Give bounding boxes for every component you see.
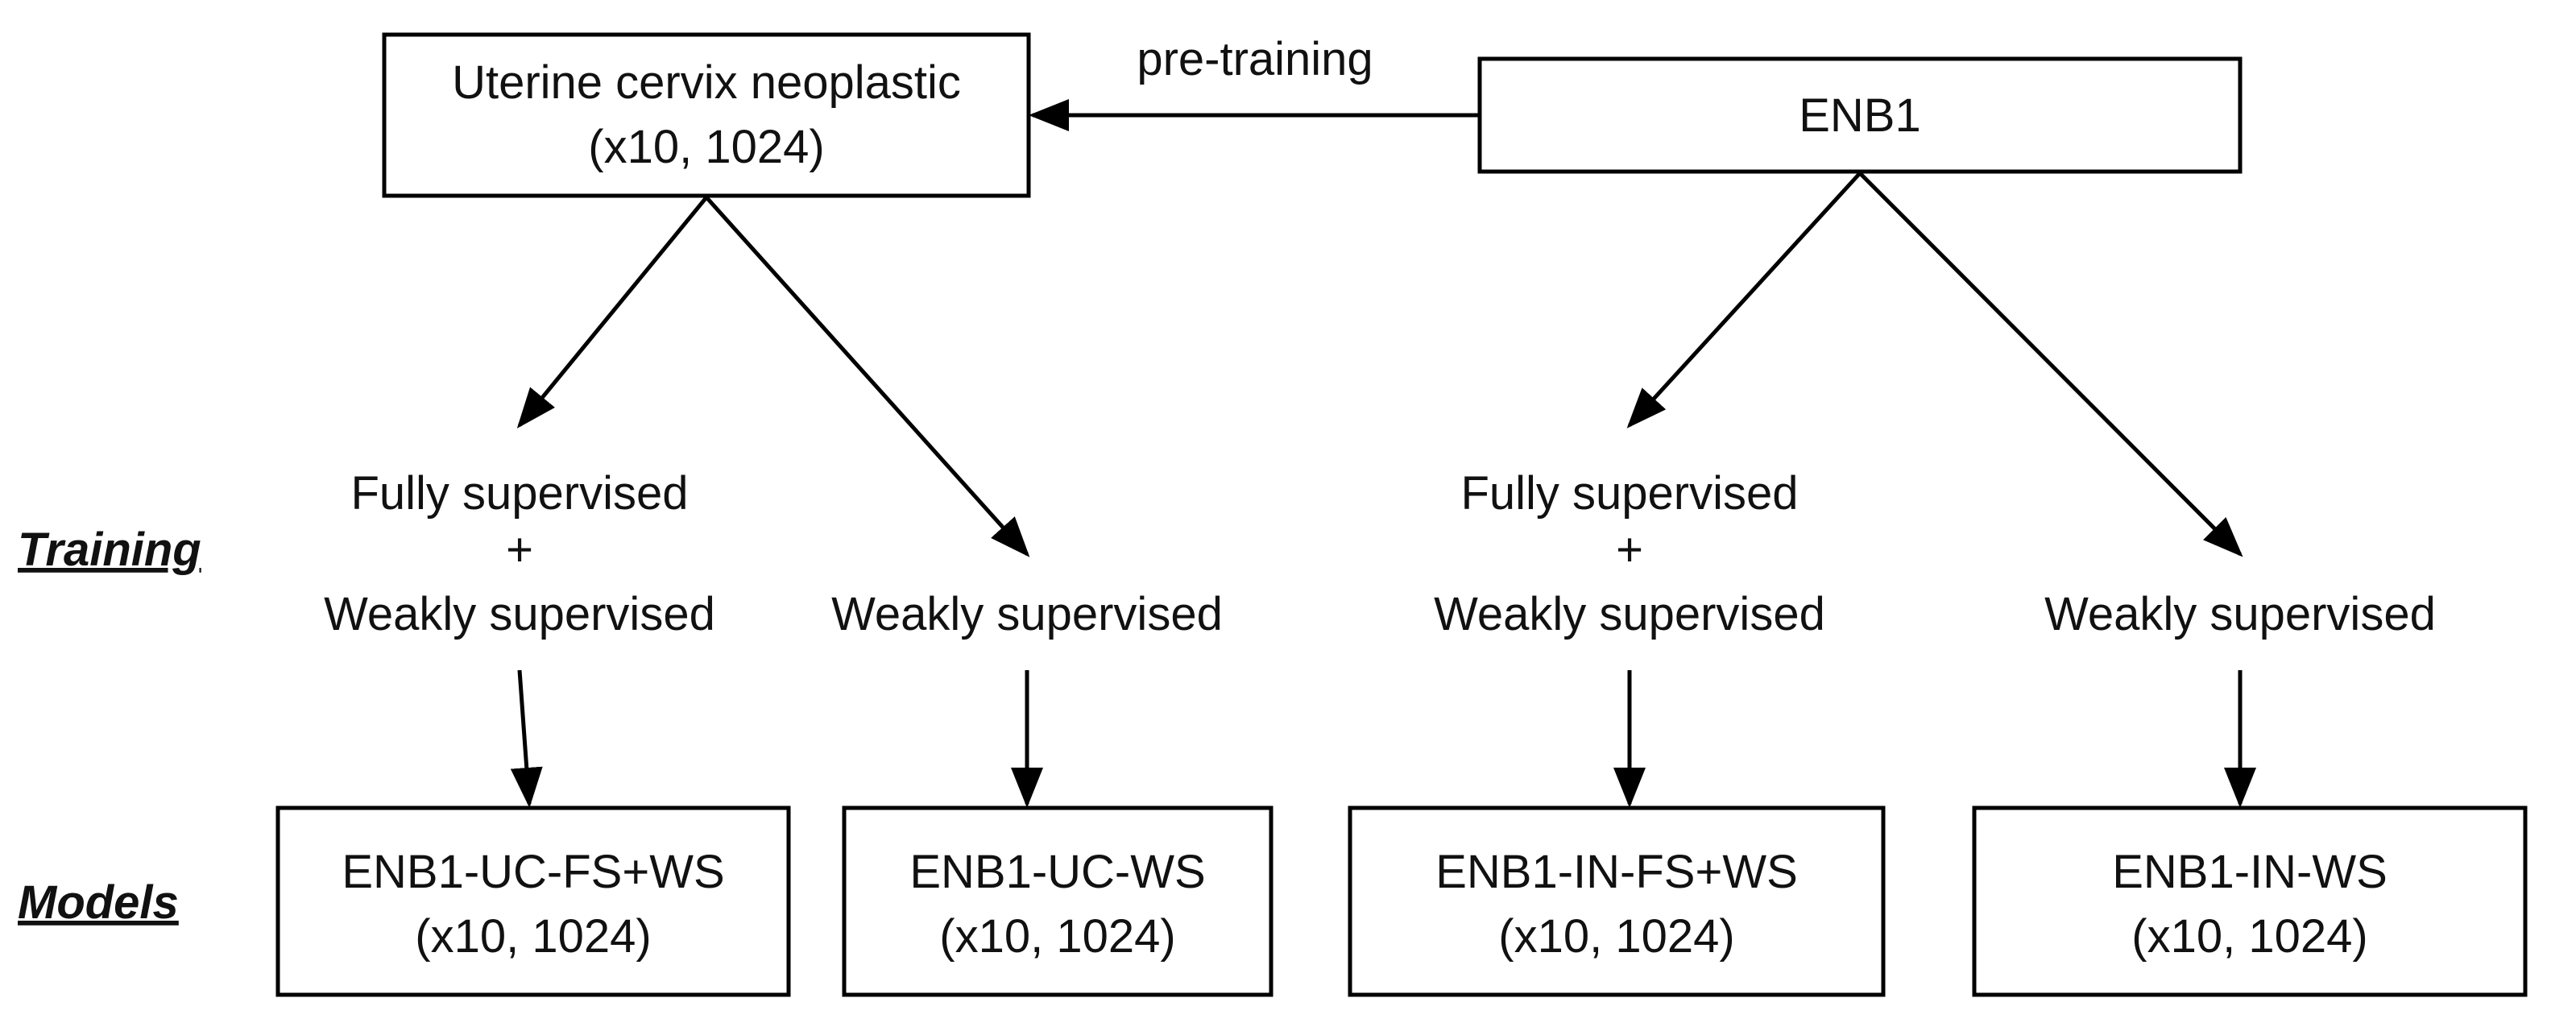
model-node: ENB1-IN-FS+WS (x10, 1024) xyxy=(1348,805,1886,997)
training-line: + xyxy=(1616,524,1643,576)
row-label-training: Training xyxy=(18,524,201,576)
source-node-config: (x10, 1024) xyxy=(588,121,824,173)
training-line: Fully supervised xyxy=(350,467,688,520)
model-config: (x10, 1024) xyxy=(1498,910,1734,963)
model-config: (x10, 1024) xyxy=(2131,910,2367,963)
model-node: ENB1-UC-WS (x10, 1024) xyxy=(842,805,1274,997)
model-name: ENB1-IN-FS+WS xyxy=(1435,846,1798,898)
model-config: (x10, 1024) xyxy=(939,910,1175,963)
training-method: Weakly supervised xyxy=(831,588,1223,640)
training-method: Weakly supervised xyxy=(2044,588,2436,640)
training-method: Fully supervised + Weakly supervised xyxy=(1434,467,1825,640)
model-name: ENB1-UC-FS+WS xyxy=(342,846,724,898)
training-method: Fully supervised + Weakly supervised xyxy=(324,467,715,640)
enb1-node: ENB1 xyxy=(1477,56,2243,174)
model-node: ENB1-IN-WS (x10, 1024) xyxy=(1972,805,2528,997)
row-label-models: Models xyxy=(18,876,179,929)
model-name: ENB1-IN-WS xyxy=(2112,846,2388,898)
training-line: Weakly supervised xyxy=(1434,588,1825,640)
arrow-enb1-to-fsws xyxy=(1626,172,1862,429)
model-node: ENB1-UC-FS+WS (x10, 1024) xyxy=(275,805,791,997)
training-line: Fully supervised xyxy=(1460,467,1798,520)
arrow-source-to-fsws xyxy=(516,196,708,429)
training-line: + xyxy=(506,524,533,576)
training-line: Weakly supervised xyxy=(2044,588,2436,640)
training-line: Weakly supervised xyxy=(831,588,1223,640)
model-config: (x10, 1024) xyxy=(415,910,651,963)
arrow-source-to-ws xyxy=(705,196,1030,557)
source-node-name: Uterine cervix neoplastic xyxy=(452,56,961,109)
pretraining-label: pre-training xyxy=(1137,33,1373,85)
arrow-to-model xyxy=(510,669,543,808)
model-name: ENB1-UC-WS xyxy=(909,846,1205,898)
source-node: Uterine cervix neoplastic (x10, 1024) xyxy=(382,32,1031,198)
enb1-node-label: ENB1 xyxy=(1799,89,1921,142)
training-line: Weakly supervised xyxy=(324,588,715,640)
arrow-enb1-to-ws xyxy=(1858,172,2243,557)
